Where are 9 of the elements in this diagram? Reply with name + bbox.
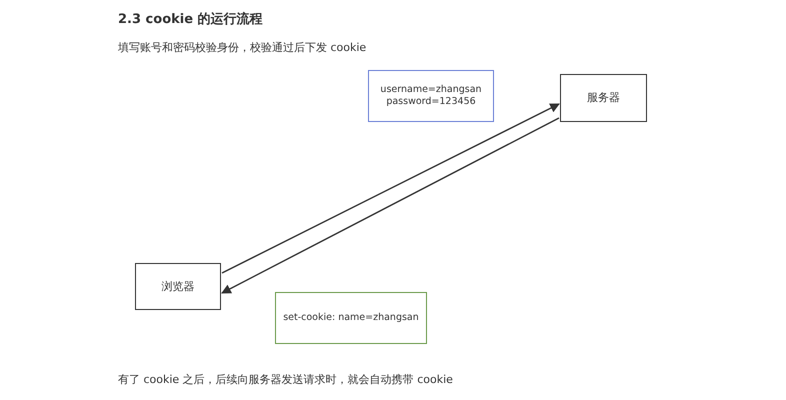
browser-box: 浏览器 [135, 263, 221, 310]
note-text: 有了 cookie 之后，后续向服务器发送请求时，就会自动携带 cookie [118, 372, 453, 387]
message-box: set-cookie: name=zhangsan [275, 292, 427, 344]
arrow [222, 103, 560, 274]
message-box: username=zhangsan password=123456 [368, 70, 494, 122]
heading: 2.3 cookie 的运行流程 [118, 10, 263, 28]
note-text: 填写账号和密码校验身份，校验通过后下发 cookie [118, 40, 366, 55]
arrow [221, 117, 560, 294]
server-box: 服务器 [560, 74, 647, 122]
